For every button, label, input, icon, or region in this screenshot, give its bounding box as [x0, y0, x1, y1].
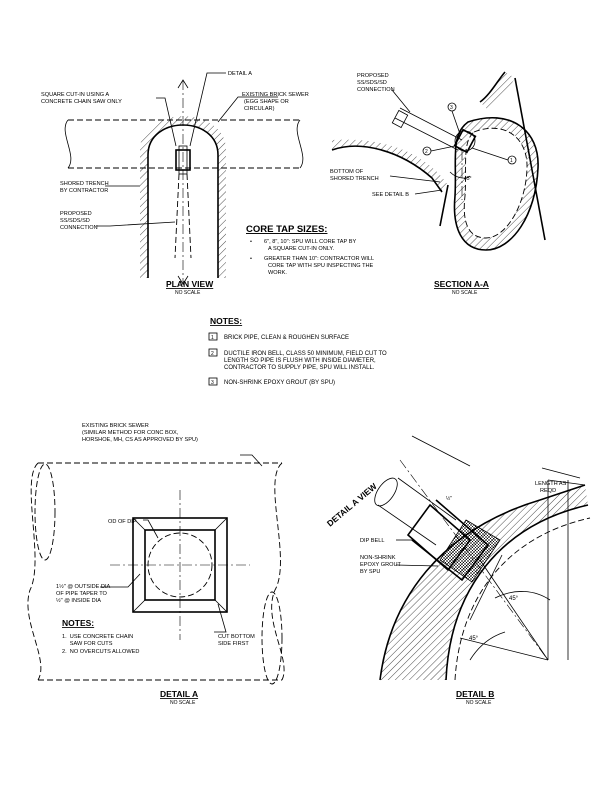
- db-label-length-2: REQD: [540, 488, 556, 494]
- db-label-dip-bell: DIP BELL: [360, 538, 384, 544]
- sec-label-proposed-3: CONNECTION: [357, 87, 395, 93]
- note-1-box: [208, 332, 218, 341]
- section-title: SECTION A-A: [434, 279, 489, 289]
- db-dim-top: ½": [446, 495, 452, 502]
- sec-label-proposed-1: PROPOSED: [357, 73, 389, 79]
- label-existing-sewer-1: EXISTING BRICK SEWER: [242, 92, 309, 98]
- da-label-cut-1: CUT BOTTOM: [218, 634, 255, 640]
- da-note-1b: SAW FOR CUTS: [62, 641, 113, 647]
- callout-3-text: 3: [450, 105, 453, 111]
- sec-label-see-detail: SEE DETAIL B: [372, 192, 409, 198]
- detail-a-view-label: DETAIL A VIEW: [325, 480, 380, 528]
- label-proposed-2: SS/SDS/SD: [60, 218, 90, 224]
- core-tap-item-2-line-1: GREATER THAN 10": CONTRACTOR WILL: [264, 256, 374, 262]
- label-detail-a: DETAIL A: [228, 71, 252, 77]
- section-a-a: [331, 71, 546, 251]
- dip-pipe: [377, 477, 457, 546]
- sec-label-bottom-1: BOTTOM OF: [330, 169, 364, 175]
- label-proposed-3: CONNECTION: [60, 225, 98, 231]
- db-label-grout-1: NON-SHRINK: [360, 555, 396, 561]
- detail-a-scale: NO SCALE: [170, 700, 196, 706]
- db-label-grout-3: BY SPU: [360, 569, 380, 575]
- plan-view-title: PLAN VIEW: [166, 279, 214, 289]
- note-2-line-2: LENGTH SO PIPE IS FLUSH WITH INSIDE DIAM…: [224, 358, 376, 364]
- epoxy-grout: [439, 519, 501, 583]
- label-square-cut-2: CONCRETE CHAIN SAW ONLY: [41, 99, 122, 105]
- detail-a-title: DETAIL A: [160, 689, 198, 699]
- da-label-taper-2: OF PIPE TAPER TO: [56, 591, 108, 597]
- da-label-sewer-3: HORSHOE, MH, CS AS APPROVED BY SPU): [82, 437, 198, 443]
- label-proposed-1: PROPOSED: [60, 211, 92, 217]
- sewer-outline-a: [38, 462, 282, 681]
- db-label-grout-2: EPOXY GROUT: [360, 562, 402, 568]
- core-tap-title: CORE TAP SIZES:: [246, 224, 327, 235]
- detail-b: [374, 435, 591, 681]
- db-dim-side: ½": [476, 569, 482, 576]
- da-label-taper-1: 1½" @ OUTSIDE DIA: [56, 583, 111, 590]
- sewer-break-right: [296, 119, 304, 169]
- note-1-line-1: BRICK PIPE, CLEAN & ROUGHEN SURFACE: [224, 335, 349, 341]
- da-label-taper-3: ½" @ INSIDE DIA: [56, 597, 101, 604]
- core-tap-item-2-line-2: CORE TAP WITH SPU INSPECTING THE: [268, 263, 374, 269]
- trench-hatch: [140, 116, 226, 278]
- sec-label-bottom-2: SHORED TRENCH: [330, 176, 379, 182]
- dip-bell-outer: [406, 503, 472, 572]
- detail-a: [27, 454, 285, 685]
- db-label-length-1: LENGTH AS: [535, 481, 567, 487]
- wall-inner: [445, 504, 589, 681]
- svg-text:2: 2: [211, 351, 214, 357]
- plan-view-scale: NO SCALE: [175, 290, 201, 296]
- note-2-line-1: DUCTILE IRON BELL, CLASS 50 MINIMUM, FIE…: [224, 351, 387, 357]
- core-tap-item-1-line-1: 6", 8", 10": SPU WILL CORE TAP BY: [264, 239, 356, 245]
- detail-a-centerlines: [110, 490, 250, 640]
- core-tap-item-2-line-3: WORK.: [268, 270, 287, 276]
- da-note-2: 2. NO OVERCUTS ALLOWED: [62, 649, 139, 655]
- note-2-line-3: CONTRACTOR TO SUPPLY PIPE, SPU WILL INST…: [224, 365, 375, 371]
- sewer-break-left: [64, 119, 72, 169]
- proposed-pipe: [174, 173, 192, 259]
- da-notes-title: NOTES:: [62, 618, 94, 628]
- plan-view: [64, 72, 304, 285]
- callout-1-text: 1: [510, 158, 513, 164]
- note-2-box: [208, 348, 218, 357]
- svg-text:•: •: [250, 256, 252, 262]
- section-pipe: [394, 107, 463, 151]
- core-tap-item-1-line-2: A SQUARE CUT-IN ONLY.: [268, 246, 334, 252]
- svg-text:3: 3: [211, 380, 214, 386]
- existing-sewer-outline: [68, 119, 300, 169]
- label-shored-1: SHORED TRENCH: [60, 181, 109, 187]
- svg-text:•: •: [250, 239, 252, 245]
- da-label-cut-2: SIDE FIRST: [218, 641, 249, 647]
- note-3-box: [208, 377, 218, 386]
- egg-sewer-inner: [463, 127, 528, 239]
- svg-text:1: 1: [211, 335, 214, 341]
- detail-b-title: DETAIL B: [456, 689, 494, 699]
- brick-wall-hatch: [380, 485, 588, 680]
- sec-label-proposed-2: SS/SDS/SD: [357, 80, 387, 86]
- note-3-line-1: NON-SHRINK EPOXY GROUT (BY SPU): [224, 380, 335, 386]
- detail-b-circle: [454, 130, 476, 152]
- sec-angle: 45°: [464, 176, 472, 182]
- label-existing-sewer-3: CIRCULAR): [244, 106, 275, 112]
- da-label-sewer-2: (SIMILAR METHOD FOR CONC BOX,: [82, 430, 179, 436]
- da-note-1: 1. USE CONCRETE CHAIN: [62, 634, 133, 640]
- ground-hatch-left: [332, 139, 448, 192]
- label-shored-2: BY CONTRACTOR: [60, 188, 108, 194]
- notes-title: NOTES:: [210, 316, 242, 326]
- callout-2-text: 2: [425, 149, 428, 155]
- label-existing-sewer-2: (EGG SHAPE OR: [244, 99, 289, 105]
- da-label-sewer-1: EXISTING BRICK SEWER: [82, 423, 149, 429]
- db-angle-1: 45°: [509, 596, 519, 602]
- db-angle-2: 45°: [469, 636, 479, 642]
- detail-b-scale: NO SCALE: [466, 700, 492, 706]
- section-scale: NO SCALE: [452, 290, 478, 296]
- label-square-cut-1: SQUARE CUT-IN USING A: [41, 92, 109, 98]
- da-label-od: OD OF DIP: [108, 519, 137, 525]
